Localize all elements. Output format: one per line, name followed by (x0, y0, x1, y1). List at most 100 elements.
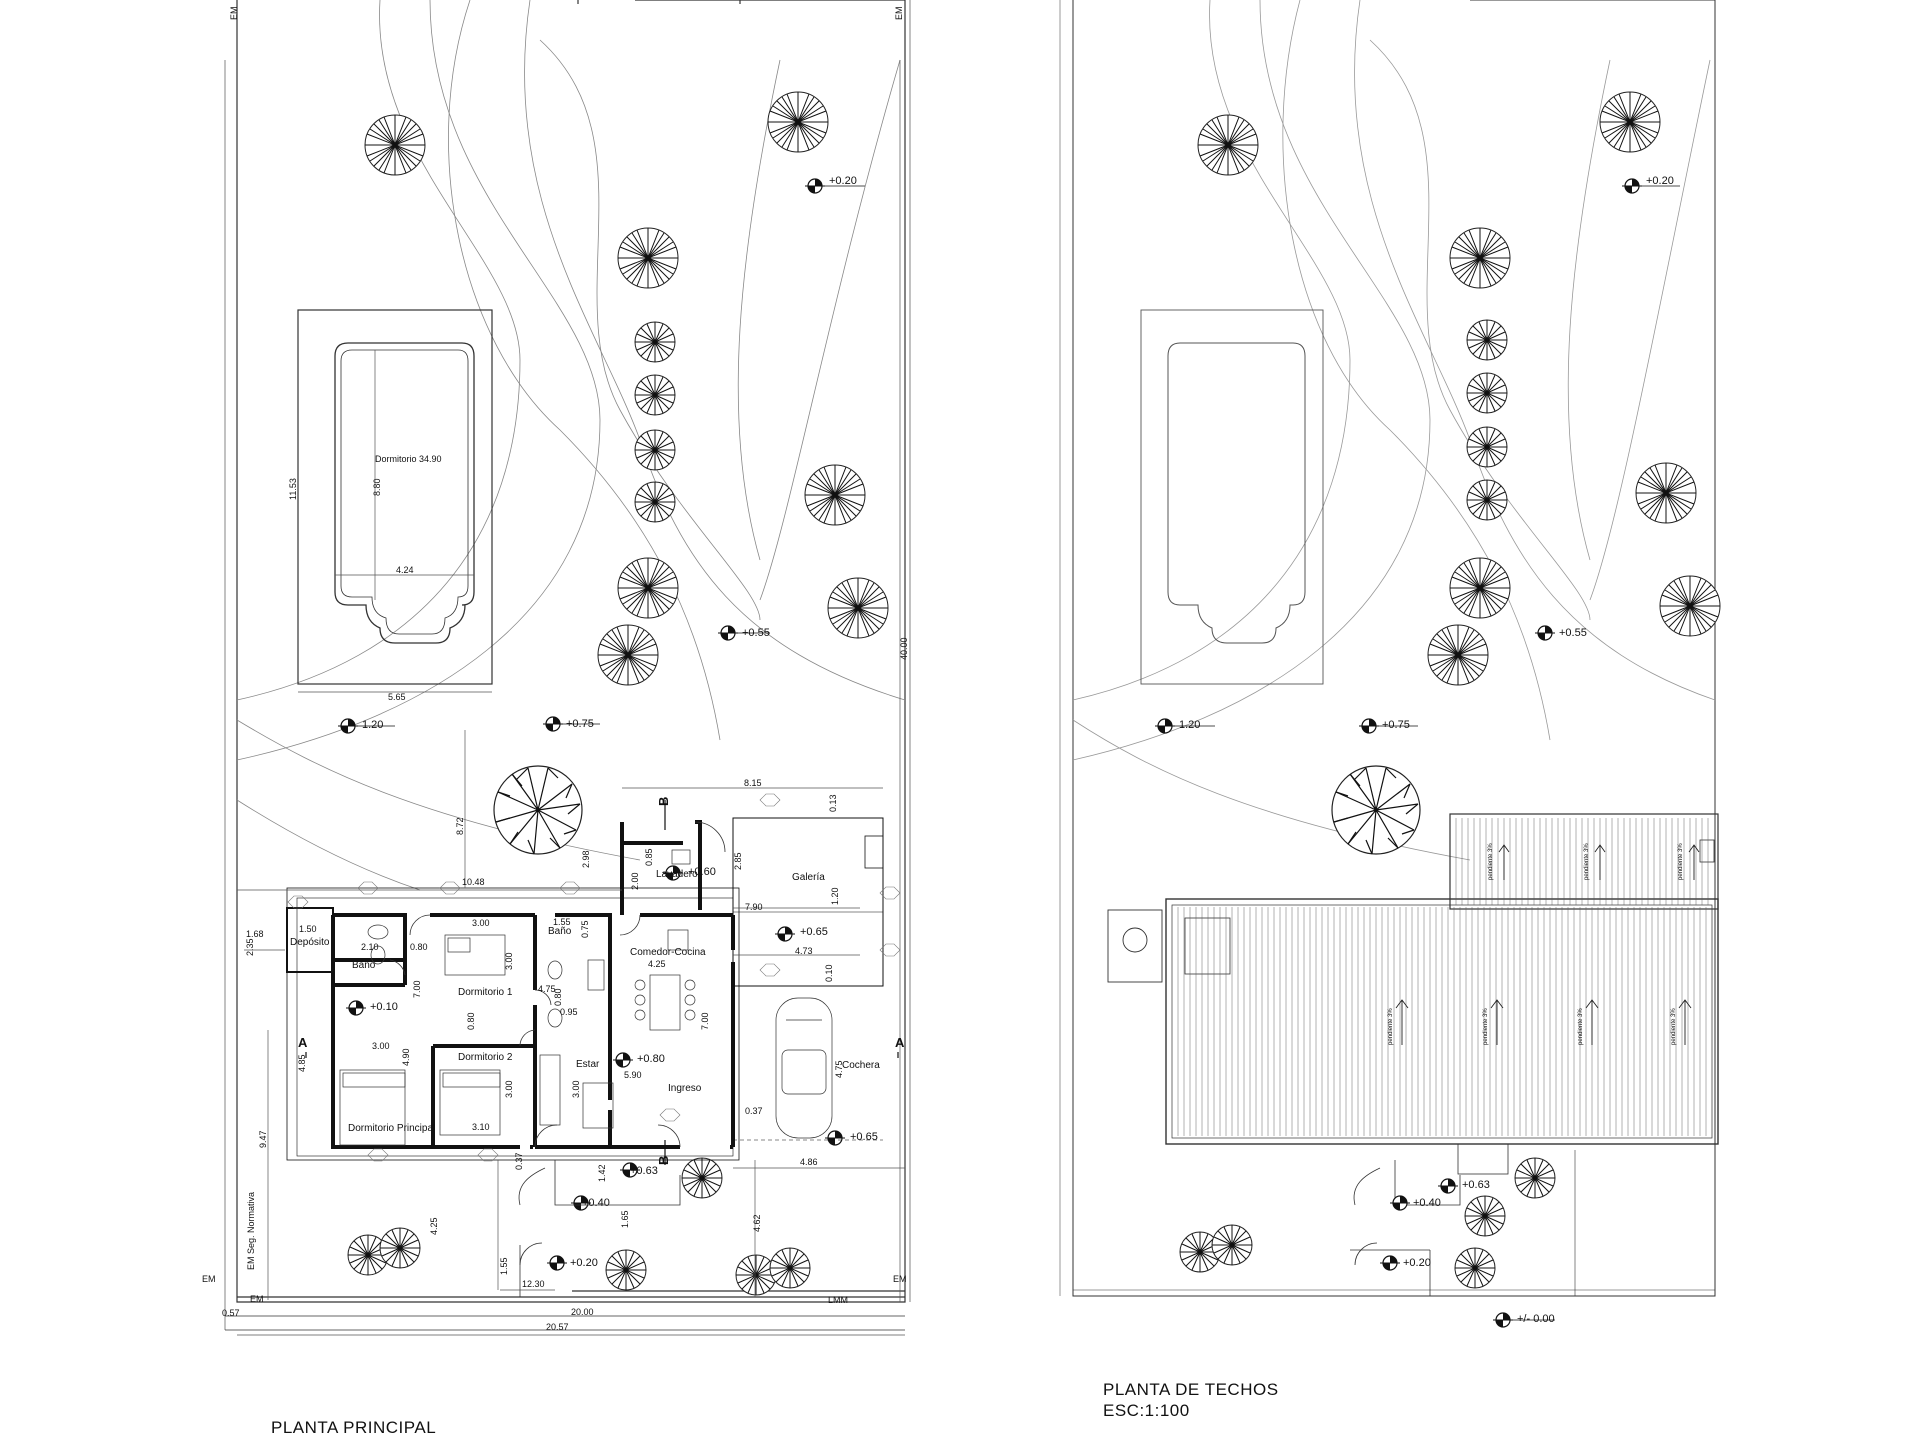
room-dormitorio-1: Dormitorio 1 (458, 987, 513, 998)
level-dormitorio: +0.10 (370, 1001, 398, 1013)
room-comedor-cocina: Comedor-Cocina (630, 947, 706, 958)
dim-080a: 0.80 (410, 942, 428, 952)
dim-lot-depth: 40.00 (899, 637, 909, 660)
dim-700b: 7.00 (700, 1012, 710, 1030)
dim-garden-depth: 8.72 (455, 817, 465, 835)
roof-level-garden-mid: +0.55 (1559, 627, 1587, 639)
pool-width-dim: 4.24 (396, 565, 414, 575)
level-garden-top: +0.20 (829, 175, 857, 187)
plan-scale: ESC:1:100 (1103, 1401, 1190, 1420)
dim-425b: 4.25 (429, 1217, 439, 1235)
plan-title-main: PLANTA PRINCIPAL (271, 1418, 437, 1437)
dim-200: 2.00 (630, 872, 640, 890)
pool-length-dim: 8.80 (372, 478, 382, 496)
dim-085: 0.85 (644, 848, 654, 866)
dim-285: 2.85 (733, 852, 743, 870)
level-path-1: +0.40 (582, 1197, 610, 1209)
dim-gal-width: 8.15 (744, 778, 762, 788)
dim-165: 1.65 (620, 1210, 630, 1228)
room-dormitorio-principal: Dormitorio Principal (348, 1123, 435, 1134)
roof-slope-6: pendiente 3% (1584, 843, 1590, 880)
house-walls (286, 817, 884, 1161)
roof-slope-4: pendiente 3% (1671, 1008, 1677, 1045)
dim-475: 4.75 (538, 984, 556, 994)
roof-pool (1140, 309, 1324, 685)
roof-level-garden-top: +0.20 (1646, 175, 1674, 187)
window-tags (287, 793, 901, 1162)
roof-planes (1107, 813, 1719, 1175)
room-bano-2: Baño (548, 926, 572, 937)
room-cochera: Cochera (842, 1060, 880, 1071)
dim-298: 2.98 (581, 850, 591, 868)
furniture (339, 849, 833, 1146)
dim-120: 1.20 (830, 887, 840, 905)
level-path-2: +0.20 (570, 1257, 598, 1269)
room-estar: Estar (576, 1059, 600, 1070)
dim-490: 4.90 (401, 1048, 411, 1066)
roof-level-lawn: +0.75 (1382, 719, 1410, 731)
trees-roof (1179, 91, 1721, 1289)
level-street: +/- 0.00 (1517, 1313, 1555, 1325)
room-lavadero: Lavadero (656, 869, 698, 880)
roof-level-path-2: +0.20 (1403, 1257, 1431, 1269)
terrain-contours (236, 0, 906, 891)
dim-473: 4.73 (795, 946, 813, 956)
pool (297, 309, 493, 685)
dim-462: 4.62 (752, 1214, 762, 1232)
em-mark-bottom-left: EM (202, 1274, 216, 1284)
pool-deck-width-dim: 5.65 (388, 692, 406, 702)
em-mark-bottom-left-2: EM (250, 1294, 264, 1304)
level-entry-step: +0.63 (630, 1165, 658, 1177)
dim-300d: 3.00 (504, 1080, 514, 1098)
level-estar: +0.80 (637, 1053, 665, 1065)
dim-235: 2.35 (245, 938, 255, 956)
dim-210: 2.10 (361, 942, 379, 952)
pool-deck-length-dim: 11.53 (288, 478, 298, 500)
room-bano-1: Baño (352, 960, 376, 971)
lot-boundary (224, 0, 911, 1331)
dim-590: 5.90 (624, 1070, 642, 1080)
dim-080c: 0.80 (553, 988, 563, 1006)
trees-main (347, 91, 889, 1296)
dim-2057: 20.57 (546, 1322, 569, 1332)
dim-1230: 12.30 (522, 1279, 545, 1289)
dim-142: 1.42 (597, 1164, 607, 1182)
roof-level-pool-deck: 1.20 (1179, 719, 1200, 731)
dim-300e: 3.00 (571, 1080, 581, 1098)
dim-300a: 3.00 (472, 918, 490, 928)
dim-300c: 3.00 (504, 952, 514, 970)
dim-310: 3.10 (472, 1122, 490, 1132)
roof-level-entry-step: +0.63 (1462, 1179, 1490, 1191)
dim-010: 0.10 (824, 964, 834, 982)
room-dormitorio-2: Dormitorio 2 (458, 1052, 513, 1063)
dim-075: 0.75 (580, 920, 590, 938)
level-galeria: +0.65 (800, 926, 828, 938)
dim-080b: 0.80 (466, 1012, 476, 1030)
section-a-left: A (298, 1035, 308, 1050)
planta-de-techos: pendiente 3% pendiente 3% pendiente 3% p… (1059, 0, 1721, 1325)
section-b-top: B (656, 797, 671, 806)
level-pool-deck: 1.20 (362, 719, 383, 731)
dim-095: 0.95 (560, 1007, 578, 1017)
slope-arrows (1395, 844, 1700, 1045)
section-b-bottom: B (656, 1156, 671, 1165)
dim-155: 1.55 (553, 917, 571, 927)
dim-037b: 0.37 (745, 1106, 763, 1116)
dim-057: 0.57 (222, 1308, 240, 1318)
dim-475c: 4.75 (834, 1060, 844, 1078)
roof-slope-5: pendiente 3% (1488, 843, 1494, 880)
dim-155b: 1.55 (499, 1257, 509, 1275)
roof-sheet-lines (1177, 818, 1709, 1136)
em-mark-top-right: EM (894, 7, 904, 21)
dim-485: 4.85 (297, 1054, 307, 1072)
roof-slope-1: pendiente 3% (1388, 1008, 1394, 1045)
roof-slope-3: pendiente 3% (1578, 1008, 1584, 1045)
em-seg-normativa: EM Seg. Normativa (246, 1192, 256, 1270)
planta-principal: Dormitorio 34.90 8.80 4.24 11.53 5.65 (202, 0, 1514, 1336)
room-ingreso: Ingreso (668, 1083, 702, 1094)
dim-425a: 4.25 (648, 959, 666, 969)
room-galeria: Galería (792, 872, 825, 883)
dim-168: 1.68 (246, 929, 264, 939)
dim-947: 9.47 (258, 1130, 268, 1148)
